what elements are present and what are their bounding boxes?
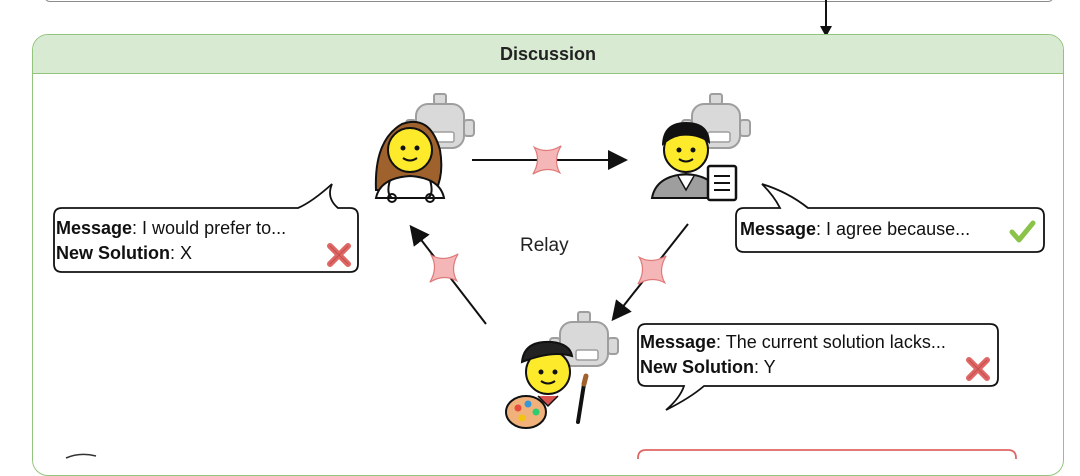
- speech-bubble-left: [53, 183, 359, 273]
- partial-box-bottom: [637, 449, 1017, 459]
- partial-element-bottom-left: [65, 453, 97, 459]
- relay-diagram: [53, 93, 1045, 459]
- cross-icon: [327, 243, 351, 267]
- spark-icon: [429, 253, 459, 283]
- spark-icon: [532, 145, 562, 175]
- bubble-bottom-text: Message: The current solution lacks... N…: [640, 332, 946, 377]
- spark-icon: [637, 255, 667, 285]
- speech-bubble-bottom: [637, 323, 999, 411]
- relay-label: Relay: [520, 235, 569, 256]
- bubble-right-text: Message: I agree because...: [740, 219, 971, 239]
- speech-bubble-right: [735, 183, 1045, 253]
- office-worker-robot-icon: [650, 93, 751, 202]
- bubble-left-text: Message: I would prefer to... New Soluti…: [56, 218, 287, 263]
- doctor-robot-icon: [374, 93, 475, 203]
- incoming-arrow: [820, 0, 832, 37]
- panel-title: Discussion: [33, 35, 1063, 74]
- artist-robot-icon: [505, 311, 619, 429]
- cross-icon: [966, 357, 990, 381]
- check-icon: [1009, 220, 1036, 243]
